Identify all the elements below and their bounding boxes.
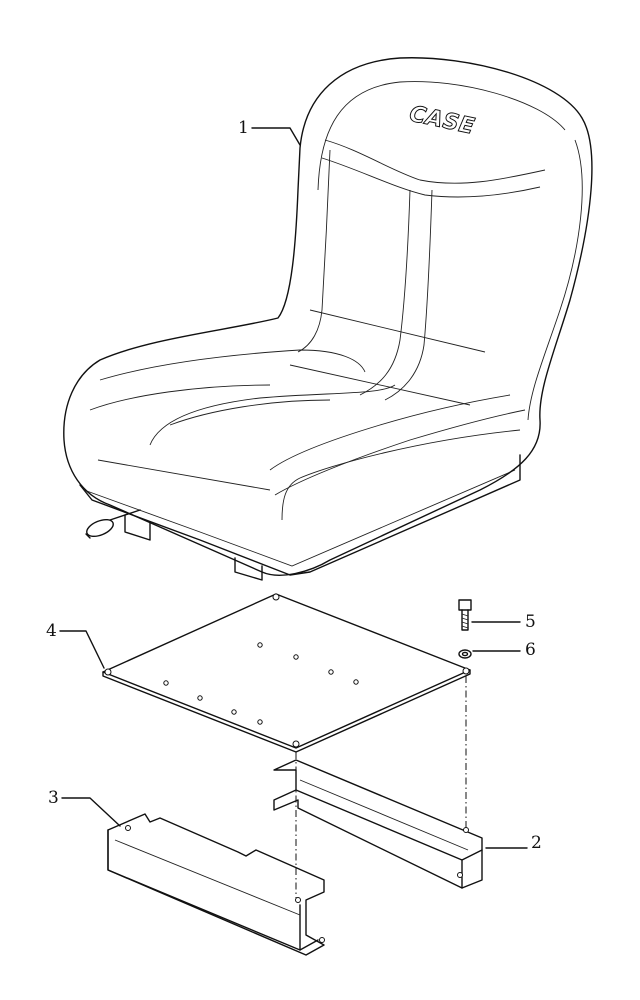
callout-number: 5	[525, 612, 536, 632]
callout-number: 3	[48, 788, 59, 808]
callout-6: 6	[472, 640, 536, 660]
seat-base-frame	[79, 454, 521, 576]
plate-corner-hole	[462, 667, 470, 675]
backrest-side-right	[527, 139, 583, 421]
callout-5: 5	[471, 612, 536, 632]
backrest-lower-band	[324, 139, 546, 184]
backrest-inner-panel	[317, 81, 566, 191]
plate-hole	[257, 642, 263, 648]
rail-hole	[319, 937, 325, 943]
seat-runner-rear	[124, 514, 151, 541]
seat-bolster-right-inner	[269, 394, 511, 471]
plate-hole	[231, 709, 237, 715]
seat-front-roll-2	[89, 384, 271, 411]
washer	[458, 649, 472, 659]
callout-number: 6	[525, 640, 536, 660]
rail-hole	[295, 897, 301, 903]
seat-front-edge-line	[97, 459, 271, 491]
right-rail	[273, 759, 483, 889]
mounting-plate	[102, 593, 471, 753]
seat-inner-fold-2	[309, 309, 486, 353]
seat-adjust-lever	[85, 509, 141, 539]
bolt	[458, 599, 472, 631]
callout-number: 1	[238, 118, 249, 138]
callout-number: 2	[531, 833, 542, 853]
callout-number: 4	[46, 621, 57, 641]
backrest-center-channel-left	[359, 189, 411, 396]
seat-center-dip	[149, 384, 396, 446]
seat-front-roll	[99, 349, 366, 381]
plate-hole	[353, 679, 359, 685]
plate-corner-hole	[292, 740, 300, 748]
seat-bolster-front-right	[281, 429, 521, 521]
plate-corner-hole	[104, 668, 112, 676]
callout-1: 1	[238, 118, 301, 146]
plate-hole	[293, 654, 299, 660]
seat-cushion-outline	[63, 57, 593, 576]
brand-logo: CASE	[407, 102, 477, 140]
callout-3: 3	[48, 788, 121, 827]
callout-4: 4	[46, 621, 105, 669]
seat-runner-front	[234, 557, 263, 581]
mounting-plate-outline	[102, 593, 471, 749]
seat-thigh-bolster	[169, 399, 331, 426]
seat-pan-edge	[83, 469, 516, 567]
plate-hole	[328, 669, 334, 675]
left-rail	[107, 813, 325, 956]
plate-hole	[257, 719, 263, 725]
seat: CASE	[63, 57, 593, 581]
rail-hole	[457, 872, 463, 878]
rail-hole	[463, 827, 469, 833]
backrest-center-channel-right	[384, 189, 433, 401]
seat-bolster-right-outer	[274, 409, 526, 496]
seat-inner-fold	[289, 364, 471, 406]
plate-hole	[163, 680, 169, 686]
plate-hole	[197, 695, 203, 701]
rail-hole	[125, 825, 131, 831]
callout-2: 2	[485, 833, 542, 853]
backrest-lower-band-2	[321, 157, 541, 198]
backrest-bolster-left	[297, 149, 331, 353]
plate-corner-hole	[272, 593, 280, 601]
